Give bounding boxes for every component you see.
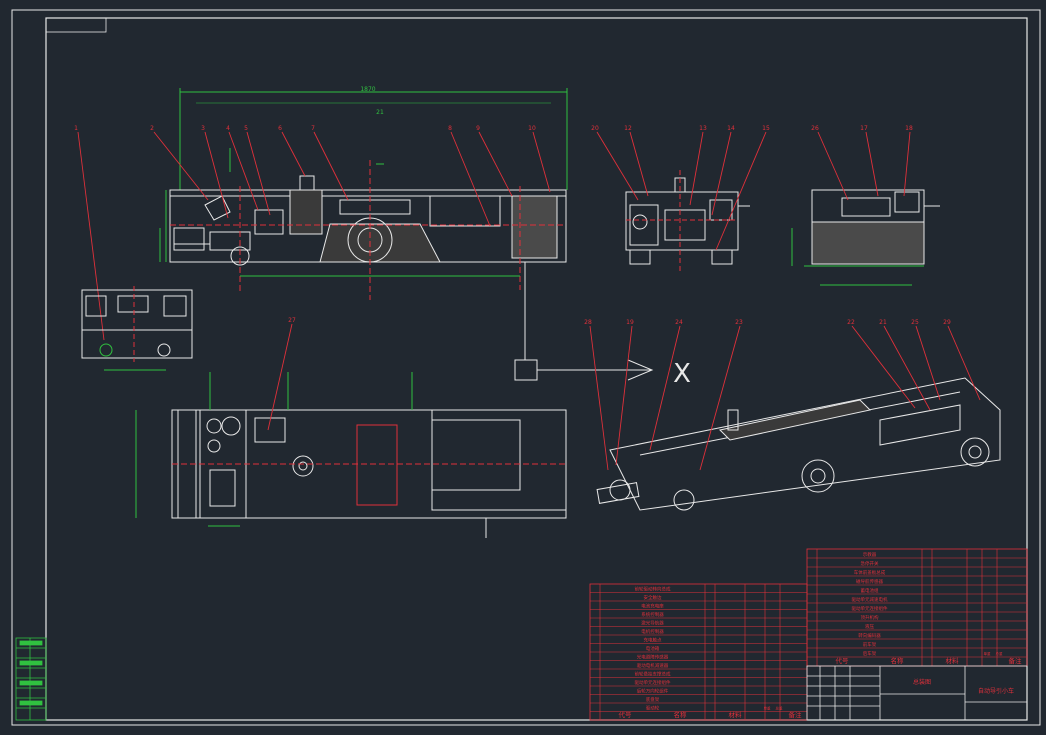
parts-list-footer-cell: 材料 [946,656,960,665]
rear-view-callout-labels: 26 17 18 [811,125,913,132]
parts-list-item: 安全触边 [644,594,662,601]
parts-list-footer-cell: 名称 [891,656,905,665]
callout-3: 3 [201,125,205,132]
rear-view [791,189,940,286]
plan-view [135,372,567,538]
callout-22: 22 [847,319,855,326]
parts-list-item: 前轮悬挂支撑总成 [635,671,671,678]
parts-list-right: 示教器急停开关车体前盖板总成磁导航传感器蓄电池组驱动单元减速电机驱动单元连接组件… [806,548,1028,667]
callout-27: 27 [288,317,296,324]
side-view-callout-lines [77,131,551,341]
parts-list-item: 驱动单元连接组件 [852,605,888,612]
parts-list-item: 系统控制器 [641,611,664,618]
parts-list-item: 驱动单元减速电机 [852,596,888,603]
callout-13: 13 [699,125,707,132]
title-company-cell: 总装图 [913,678,931,686]
drawing-title: 自动导引小车 [978,687,1014,695]
front-view-callout-labels: 20 12 13 14 15 [591,125,770,132]
callout-21: 21 [879,319,887,326]
parts-list-footer-cell: 材料 [729,710,743,719]
side-view [159,88,568,300]
top-sub-label: 21 [376,109,384,116]
rear-view-callout-lines [817,131,911,201]
parts-list-col-label: 总重 [996,651,1004,656]
parts-list-col-label: 单重 [984,651,992,656]
callout-24: 24 [675,319,683,326]
title-block [806,665,1028,721]
front-view-callout-lines [596,131,767,251]
callout-19: 19 [626,319,634,326]
callout-14: 14 [727,125,735,132]
parts-list-footer-cell: 代号 [836,656,850,665]
parts-list-item: 急停开关 [861,560,879,567]
parts-list-item: 液压 [865,623,874,630]
callout-26: 26 [811,125,819,132]
callout-1: 1 [74,125,78,132]
parts-list-item: 电机控制器 [641,628,664,635]
parts-list-item: 激光导航器 [641,620,664,627]
parts-list-item: 光电避障传感器 [637,654,669,661]
callout-20: 20 [591,125,599,132]
corner-label-box [45,17,107,33]
parts-list-item: 顶升机构 [861,614,879,621]
callout-15: 15 [762,125,770,132]
callout-4: 4 [226,125,230,132]
callout-12: 12 [624,125,632,132]
outer-frame [11,9,1041,726]
callout-18: 18 [905,125,913,132]
callout-9: 9 [476,125,480,132]
parts-list-item: 蓄电池组 [861,587,879,594]
view-direction-marker [514,262,654,381]
parts-list-item: 驱动单元连接组件 [635,679,671,686]
callout-2: 2 [150,125,154,132]
revision-strip [15,637,47,721]
callout-7: 7 [311,125,315,132]
parts-list-item: 驱动轮 [646,705,660,712]
parts-list-item: 后车架 [863,650,877,657]
iso-callout-lines [589,325,981,471]
parts-list-col-label: 单重 [764,706,772,711]
parts-list-footer-cell: 名称 [674,710,688,719]
callout-29: 29 [943,319,951,326]
callout-10: 10 [528,125,536,132]
parts-list-item: 车体前盖板总成 [854,569,886,576]
callout-28: 28 [584,319,592,326]
callout-5: 5 [244,125,248,132]
parts-list-footer-cell: 代号 [619,710,633,719]
iso-callout-labels: 28 19 24 23 22 21 25 29 [584,319,951,326]
isometric-view [596,377,1001,511]
parts-list-left: 前轮驱动转向总成安全触边电池充电座系统控制器激光导航器电机控制器充电触点电池箱光… [589,583,808,721]
small-left-view [81,286,193,371]
parts-list-item: 示教器 [863,551,877,558]
callout-17: 17 [860,125,868,132]
callout-8: 8 [448,125,452,132]
parts-list-item: 底盘架 [646,696,660,703]
parts-list-item: 充电触点 [644,637,662,644]
parts-list-item: 前车架 [863,641,877,648]
parts-list-item: 后轮万向轮组件 [637,688,669,695]
callout-23: 23 [735,319,743,326]
parts-list-item: 电池充电座 [641,603,664,610]
callout-6: 6 [278,125,282,132]
arrow-marker-x: X [673,359,691,389]
parts-list-footer-cell: 备注 [1009,656,1023,665]
top-dimension-text: 1870 [360,86,375,93]
plan-view-callout: 27 [267,317,296,431]
callout-25: 25 [911,319,919,326]
inner-frame [45,17,1028,721]
side-view-callout-labels: 1 2 3 4 5 6 7 8 9 10 [74,125,536,132]
parts-list-item: 转向编码器 [858,632,881,639]
parts-list-item: 驱动电机减速器 [637,662,669,669]
parts-list-item: 电池箱 [646,645,660,652]
front-view [625,170,750,272]
parts-list-item: 前轮驱动转向总成 [635,586,671,593]
parts-list-footer-cell: 备注 [789,710,803,719]
parts-list-item: 磁导航传感器 [856,578,883,585]
table-frame [806,548,1028,667]
parts-list-col-label: 总重 [776,706,784,711]
